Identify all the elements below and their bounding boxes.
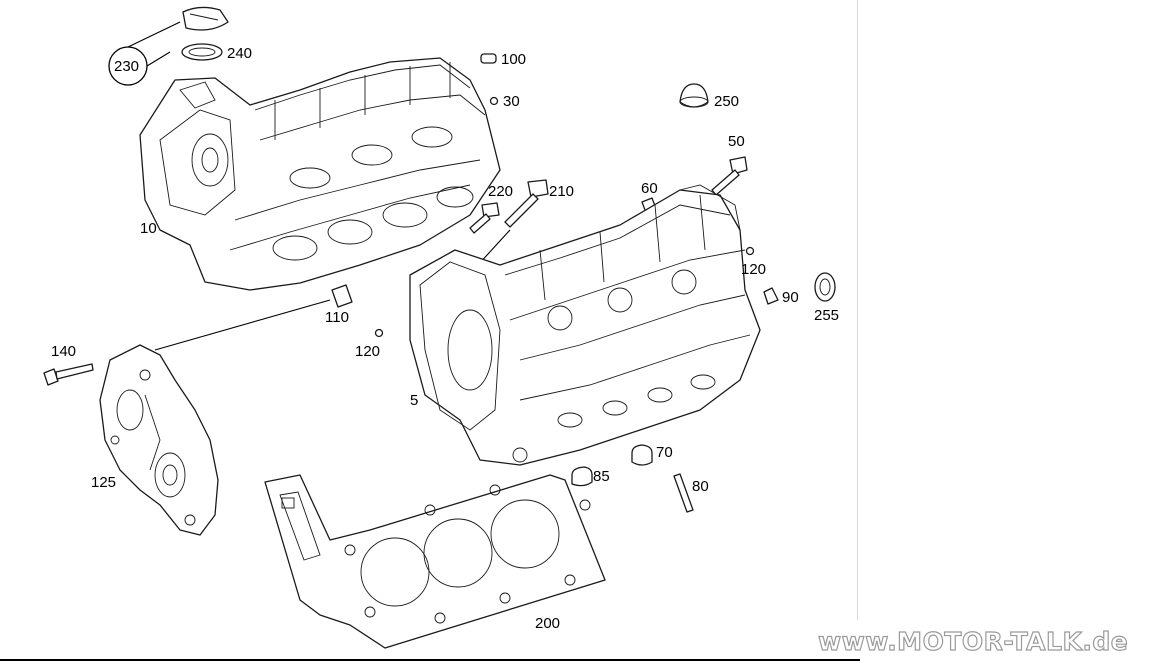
part-labels: 230 240 100 30 250 50 60 220 210 10 120 …: [51, 45, 839, 632]
label-50: 50: [728, 133, 745, 150]
label-85: 85: [593, 468, 610, 485]
oil-filler-cap: [182, 6, 229, 31]
label-70: 70: [656, 444, 673, 461]
label-120-left: 120: [355, 343, 380, 360]
label-140: 140: [51, 343, 76, 360]
label-240: 240: [227, 45, 252, 62]
timing-cover-125: [99, 344, 219, 536]
bolt-140: [43, 363, 94, 386]
pin-100: [480, 53, 497, 64]
right-border: [857, 0, 858, 620]
grommet-250: [679, 83, 709, 108]
label-220: 220: [488, 183, 513, 200]
sleeve-110: [331, 284, 353, 308]
label-230: 230: [114, 58, 139, 75]
label-110: 110: [325, 309, 349, 326]
bottom-border: [0, 659, 860, 661]
plug-255: [814, 272, 836, 302]
bolt-50: [711, 156, 748, 196]
bolt-220: [469, 202, 500, 234]
watermark-text: www.MOTOR-TALK.de: [818, 627, 1128, 656]
label-125: 125: [91, 474, 116, 491]
ball-120-left: [374, 328, 384, 338]
head-gasket-200: [264, 474, 606, 649]
cylinder-head-5: [409, 184, 761, 466]
ball-120-right: [745, 246, 755, 256]
label-5: 5: [410, 392, 418, 409]
label-255: 255: [814, 307, 839, 324]
label-30: 30: [503, 93, 520, 110]
label-250: 250: [714, 93, 739, 110]
label-10: 10: [140, 220, 157, 237]
label-210: 210: [549, 183, 574, 200]
plug-85: [571, 466, 593, 487]
label-120-right: 120: [741, 261, 766, 278]
label-80: 80: [692, 478, 709, 495]
ball-30: [489, 96, 499, 106]
label-60: 60: [641, 180, 658, 197]
stud-80: [673, 473, 694, 513]
plug-70: [631, 444, 653, 466]
label-100: 100: [501, 51, 526, 68]
bolt-210: [504, 179, 549, 228]
cylinder-head-10: [139, 57, 501, 291]
label-90: 90: [782, 289, 799, 306]
seal-ring: [181, 43, 223, 61]
label-200: 200: [535, 615, 560, 632]
cap-90: [763, 287, 779, 305]
